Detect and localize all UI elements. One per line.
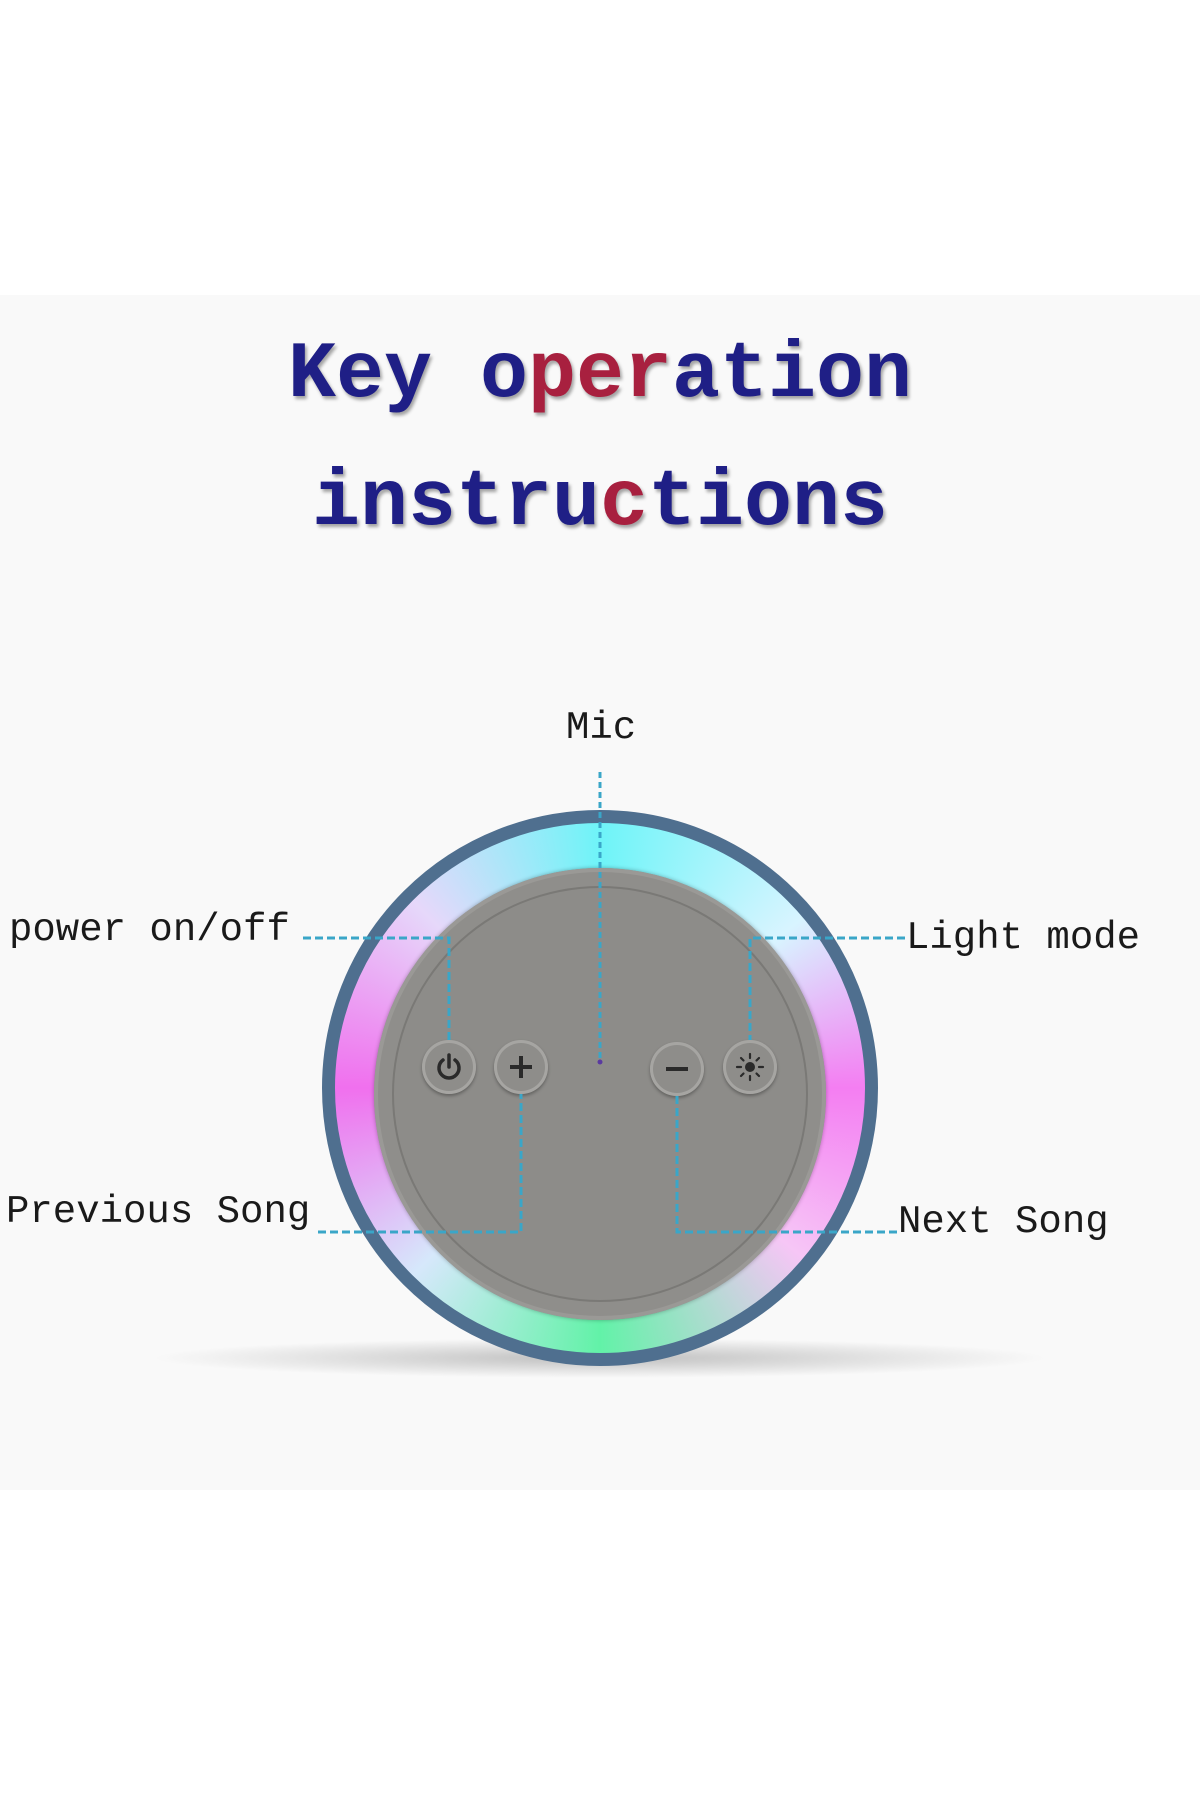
mic-hole (597, 1059, 603, 1065)
mic-label: Mic (566, 706, 637, 750)
light-mode-callout-line (748, 936, 905, 1040)
sun-icon (735, 1052, 765, 1082)
plus-icon (510, 1056, 532, 1078)
next-song-callout-line (675, 1096, 897, 1234)
volume-up-previous-button[interactable] (494, 1040, 548, 1094)
minus-icon (666, 1067, 688, 1071)
power-label: power on/off (9, 908, 290, 952)
light-mode-label: Light mode (906, 916, 1141, 960)
volume-down-next-button[interactable] (650, 1042, 704, 1096)
next-song-label: Next Song (898, 1200, 1109, 1244)
power-callout-line (303, 936, 451, 1040)
previous-song-callout-line (318, 1094, 523, 1234)
previous-song-label: Previous Song (6, 1190, 311, 1234)
light-mode-button[interactable] (723, 1040, 777, 1094)
power-button[interactable] (422, 1040, 476, 1094)
title-line-1: Key operation (287, 330, 913, 421)
title-line-2: instructions (311, 458, 889, 549)
power-icon (437, 1053, 461, 1080)
